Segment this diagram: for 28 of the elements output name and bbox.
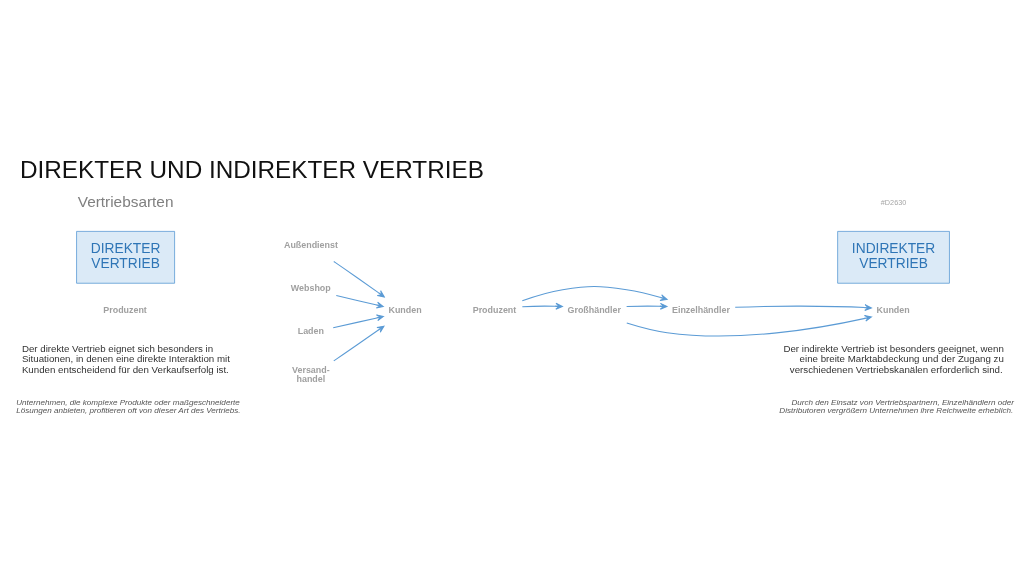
node-text: Kunden (876, 304, 910, 315)
arrow (521, 285, 668, 301)
node-text: Webshop (290, 282, 331, 293)
node-text: Versand- handel (292, 364, 330, 384)
label: Durch den Einsatz von Vertriebspartnern, Einzelhändlern oder Distributoren vergrößern Unternehmen ihre Reichweite erheblich. (779, 397, 1014, 415)
label: #D2630 (880, 197, 907, 207)
arrow (626, 302, 668, 310)
arrow (333, 260, 385, 297)
arrow (333, 325, 385, 361)
diagram-title: DIREKTER UND INDIREKTER VERTRIEB (19, 155, 484, 183)
node-text: Produzent (103, 304, 147, 315)
arrow (626, 314, 873, 337)
arrow (521, 302, 563, 310)
node-text: Außendienst (283, 239, 338, 250)
node-text: Einzelhändler (671, 304, 730, 315)
node-text: Kunden (388, 304, 422, 315)
label: Unternehmen, die komplexe Produkte oder maßgeschneiderte Lösungen anbieten, profitieren oft von dieser Art des Vertriebs. (16, 397, 241, 415)
node-text: Produzent (472, 304, 517, 315)
node-box: INDIREKTER VERTRIEB (837, 230, 950, 284)
arrow (335, 294, 384, 308)
arrow (734, 303, 872, 311)
label: Vertriebsarten (77, 192, 174, 210)
node-box: DIREKTER VERTRIEB (76, 230, 175, 284)
arrow (332, 313, 384, 328)
label: Der direkte Vertrieb eignet sich besonders in Situationen, in denen eine direkte Interaktion mit Kunden entscheidend für den Verkaufserfolg ist. (21, 342, 230, 375)
node-text: Laden (297, 325, 324, 336)
label: Der indirekte Vertrieb ist besonders geeignet, wenn eine breite Marktabdeckung und der Zugang zu verschiedenen Vertriebskanälen erforderlich sind. (783, 342, 1004, 375)
node-text: Großhändler (567, 304, 621, 315)
